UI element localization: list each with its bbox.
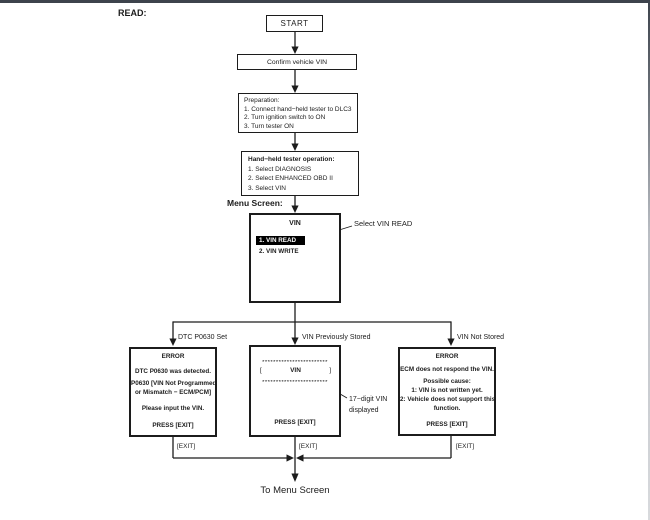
preparation-step: 1. Connect hand−held tester to DLC3 <box>244 105 352 113</box>
seventeen-digit-line1: 17−digit VIN <box>349 396 388 403</box>
to-menu-screen-label: To Menu Screen <box>260 485 330 496</box>
vin-menu-screen-node: VIN 1. VIN READ 2. VIN WRITE <box>249 213 341 303</box>
error-no-response-line: 2: Vehicle does not support this <box>400 396 496 403</box>
error-dtc-press-exit: PRESS [EXIT] <box>152 422 194 429</box>
seventeen-digit-line2: displayed <box>349 407 379 414</box>
error-no-response-line: 1: VIN is not written yet. <box>411 387 483 394</box>
scan-edge-top <box>0 0 650 3</box>
error-dtc-line: or Mismatch − ECM/PCM] <box>134 389 212 396</box>
error-no-response-line: Possible cause: <box>423 378 471 385</box>
error-no-response-node: ERROR ECM does not respond the VIN. Poss… <box>398 347 496 436</box>
select-vin-read-annotation: Select VIN READ <box>354 219 413 228</box>
branch-label-vin-stored: VIN Previously Stored <box>302 334 371 341</box>
vin-write-item: 2. VIN WRITE <box>259 248 299 255</box>
exit-label-left: [EXIT] <box>177 443 196 450</box>
vin-menu-title: VIN <box>289 220 301 227</box>
error-dtc-line: Please input the VIN. <box>141 405 205 412</box>
error-dtc-title: ERROR <box>161 353 185 360</box>
start-label: START <box>280 19 309 28</box>
tester-operation-step: 1. Select DIAGNOSIS <box>248 165 312 173</box>
scan-edge-right <box>648 0 650 520</box>
branch-label-dtc-set: DTC P0630 Set <box>178 334 228 341</box>
menu-screen-heading: Menu Screen: <box>227 198 283 208</box>
tester-operation-step: 3. Select VIN <box>248 184 286 192</box>
error-dtc-node: ERROR DTC P0630 was detected. P0630 [VIN… <box>129 347 217 437</box>
error-dtc-line: P0630 [VIN Not Programmed <box>131 380 217 387</box>
error-no-response-press-exit: PRESS [EXIT] <box>426 421 468 428</box>
error-no-response-title: ERROR <box>435 353 459 360</box>
error-dtc-line: DTC P0630 was detected. <box>135 368 211 375</box>
exit-label-middle: [EXIT] <box>299 443 318 450</box>
confirm-vin-label: Confirm vehicle VIN <box>266 58 328 66</box>
preparation-title: Preparation: <box>244 97 280 104</box>
vin-read-selected-item: 1. VIN READ <box>256 236 305 245</box>
error-no-response-line: ECM does not respond the VIN. <box>400 366 494 373</box>
bracket-open: [ <box>260 367 262 374</box>
preparation-node: Preparation: 1. Connect hand−held tester… <box>238 93 358 133</box>
read-heading: READ: <box>118 8 147 18</box>
exit-label-right: [EXIT] <box>456 443 475 450</box>
branch-label-vin-not-stored: VIN Not Stored <box>457 334 505 341</box>
tester-operation-node: Hand−held tester operation: 1. Select DI… <box>241 151 359 196</box>
bracket-close: ] <box>329 367 331 374</box>
vin-display-value-row: [ VIN ] <box>251 367 339 374</box>
tester-operation-title: Hand−held tester operation: <box>248 156 335 163</box>
vin-display-stars: ************************ <box>262 360 328 366</box>
preparation-step: 3. Turn tester ON <box>244 122 294 130</box>
vin-display-value: VIN <box>290 367 301 374</box>
start-node: START <box>266 15 323 32</box>
error-no-response-line: function. <box>433 405 461 412</box>
vin-display-press-exit: PRESS [EXIT] <box>274 419 316 426</box>
tester-operation-step: 2. Select ENHANCED OBD II <box>248 175 333 182</box>
preparation-step: 2. Turn ignition switch to ON <box>244 114 326 121</box>
seventeen-digit-annotation: 17−digit VIN displayed <box>349 394 387 416</box>
vin-display-stars: ************************ <box>262 380 328 386</box>
vin-display-node: ************************ [ VIN ] *******… <box>249 345 341 437</box>
confirm-vin-node: Confirm vehicle VIN <box>237 54 357 70</box>
